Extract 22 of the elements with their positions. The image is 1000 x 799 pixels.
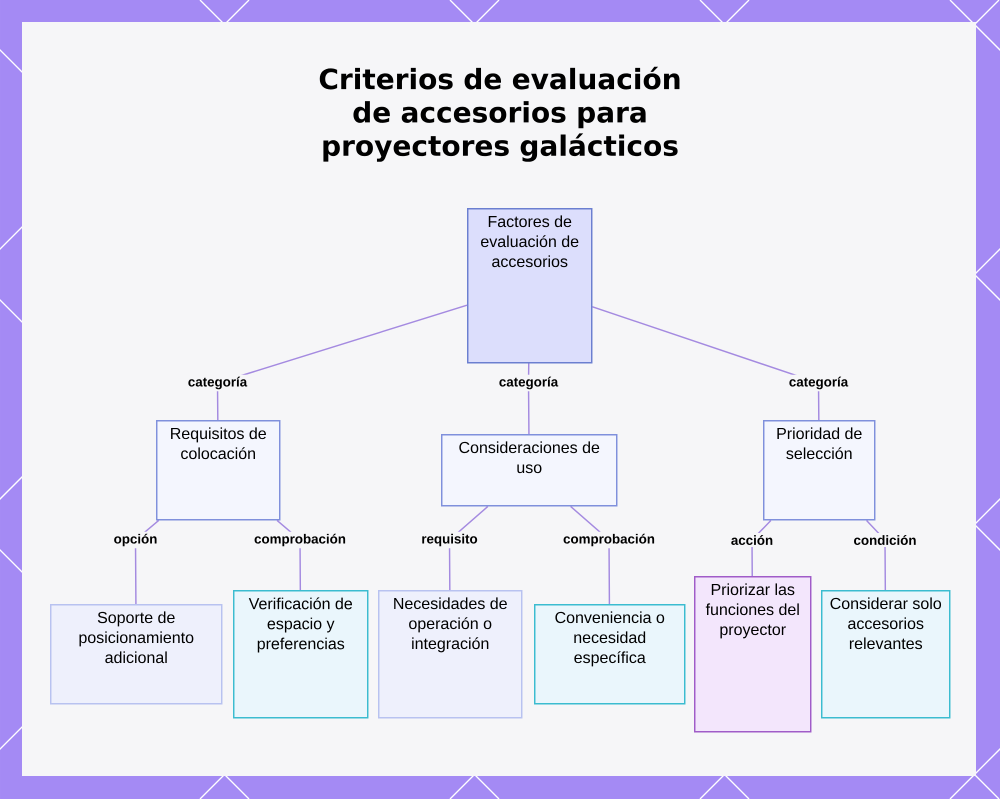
box: Factores de evaluación de accesorios	[467, 208, 592, 364]
edge-label: opción	[112, 532, 160, 548]
box: Requisitos de colocación	[156, 420, 280, 520]
edge-label: condición	[852, 533, 918, 547]
edge-label: comprobación	[561, 532, 657, 548]
edge-label: categoría	[186, 374, 250, 392]
connector	[216, 304, 468, 420]
edge-label: categoría	[786, 374, 850, 392]
box: Consideraciones de uso	[441, 434, 618, 506]
edge-label: comprobación	[252, 532, 348, 548]
edge-label: requisito	[419, 532, 480, 548]
box: Priorizar las funciones del proyector	[694, 576, 812, 732]
edge-label: acción	[728, 533, 776, 547]
title: Criterios de evaluación de accesorios para proyectores galácticos	[320, 66, 680, 162]
box: Prioridad de selección	[763, 420, 876, 520]
box: Conveniencia o necesidad específica	[534, 604, 686, 704]
box: Considerar solo accesorios relevantes	[821, 590, 950, 718]
connector	[592, 306, 820, 420]
box: Soporte de posicionamiento adicional	[50, 604, 222, 704]
edge-label: categoría	[496, 374, 560, 392]
box: Necesidades de operación o integración	[378, 590, 522, 718]
box: Verificación de espacio y preferencias	[233, 590, 368, 718]
